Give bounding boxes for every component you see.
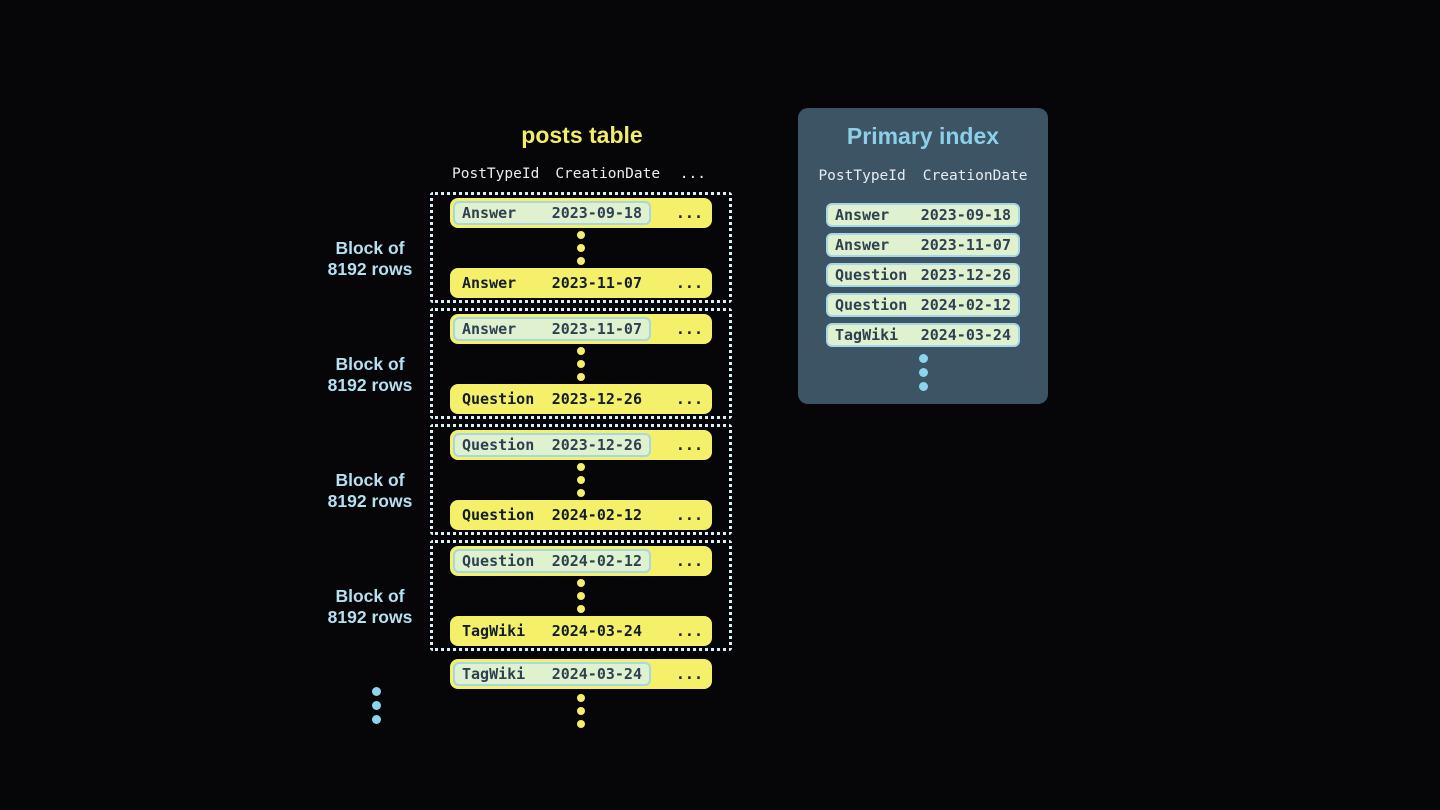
creation-date-value: 2024-02-12 bbox=[551, 506, 642, 524]
column-header-posttypeid: PostTypeId bbox=[452, 166, 540, 182]
block-label: Block of 8192 rows bbox=[308, 238, 432, 280]
creation-date-value: 2023-12-26 bbox=[551, 436, 642, 454]
vertical-ellipsis-icon bbox=[918, 354, 928, 391]
row-ellipsis: ... bbox=[675, 665, 703, 683]
block-label-line2: 8192 rows bbox=[327, 607, 413, 627]
posts-table-title: posts table bbox=[521, 122, 643, 148]
indexed-row-highlight: Answer 2023-09-18 bbox=[453, 201, 651, 225]
post-type-value: Answer bbox=[462, 320, 517, 338]
creation-date-value: 2024-02-12 bbox=[920, 296, 1011, 314]
vertical-ellipsis-icon bbox=[577, 694, 585, 728]
posts-block-1: Answer 2023-09-18 ... Answer 2023-11-07 … bbox=[430, 192, 732, 303]
creation-date-value: 2023-12-26 bbox=[551, 390, 642, 408]
posts-block-3: Question 2023-12-26 ... Question 2024-02… bbox=[430, 424, 732, 535]
creation-date-value: 2023-12-26 bbox=[920, 266, 1011, 284]
row-ellipsis: ... bbox=[675, 320, 703, 338]
post-type-value: Answer bbox=[462, 274, 517, 292]
post-type-value: TagWiki bbox=[835, 326, 899, 344]
creation-date-value: 2023-11-07 bbox=[551, 274, 642, 292]
post-type-value: Question bbox=[462, 390, 535, 408]
indexed-row-highlight: Question 2024-02-12 bbox=[453, 549, 651, 573]
index-entry: TagWiki 2024-03-24 bbox=[826, 323, 1020, 347]
vertical-ellipsis-icon bbox=[577, 231, 585, 265]
column-header-posttypeid: PostTypeId bbox=[818, 168, 906, 184]
column-header-creationdate: CreationDate bbox=[922, 168, 1028, 184]
block-label: Block of 8192 rows bbox=[308, 586, 432, 628]
block-label-line1: Block of bbox=[335, 470, 405, 490]
row-ellipsis: ... bbox=[675, 552, 703, 570]
table-row: Question 2024-02-12 ... bbox=[450, 546, 712, 576]
row-ellipsis: ... bbox=[675, 204, 703, 222]
primary-index-title: Primary index bbox=[846, 123, 1000, 149]
row-values: Question 2024-02-12 bbox=[453, 503, 651, 527]
vertical-ellipsis-icon bbox=[577, 347, 585, 381]
creation-date-value: 2023-11-07 bbox=[920, 236, 1011, 254]
table-row: Question 2024-02-12 ... bbox=[450, 500, 712, 530]
column-header-creationdate: CreationDate bbox=[555, 166, 661, 182]
row-values: Question 2023-12-26 bbox=[453, 387, 651, 411]
table-row: TagWiki 2024-03-24 ... bbox=[450, 616, 712, 646]
creation-date-value: 2023-09-18 bbox=[551, 204, 642, 222]
more-entries-ellipsis bbox=[798, 354, 1048, 391]
more-blocks-ellipsis-icon bbox=[372, 687, 381, 724]
indexed-row-highlight: TagWiki 2024-03-24 bbox=[453, 662, 651, 686]
block-label-line2: 8192 rows bbox=[327, 375, 413, 395]
table-row: Answer 2023-09-18 ... bbox=[450, 198, 712, 228]
index-entry: Question 2023-12-26 bbox=[826, 263, 1020, 287]
table-row: Answer 2023-11-07 ... bbox=[450, 314, 712, 344]
creation-date-value: 2024-03-24 bbox=[920, 326, 1011, 344]
posts-block-2: Answer 2023-11-07 ... Question 2023-12-2… bbox=[430, 308, 732, 419]
table-row: Question 2023-12-26 ... bbox=[450, 430, 712, 460]
row-ellipsis: ... bbox=[675, 506, 703, 524]
post-type-value: Answer bbox=[835, 236, 890, 254]
block-label-line1: Block of bbox=[335, 354, 405, 374]
post-type-value: TagWiki bbox=[462, 622, 526, 640]
block-label-line1: Block of bbox=[335, 238, 405, 258]
block-label-line2: 8192 rows bbox=[327, 259, 413, 279]
row-values: TagWiki 2024-03-24 bbox=[453, 619, 651, 643]
indexed-row-highlight: Answer 2023-11-07 bbox=[453, 317, 651, 341]
table-row: Answer 2023-11-07 ... bbox=[450, 268, 712, 298]
posts-table-blocks: Answer 2023-09-18 ... Answer 2023-11-07 … bbox=[430, 192, 732, 656]
row-ellipsis: ... bbox=[675, 622, 703, 640]
column-header-more-ellipsis: ... bbox=[679, 166, 706, 182]
creation-date-value: 2024-02-12 bbox=[551, 552, 642, 570]
post-type-value: Answer bbox=[835, 206, 890, 224]
creation-date-value: 2023-11-07 bbox=[551, 320, 642, 338]
row-values: Answer 2023-11-07 bbox=[453, 271, 651, 295]
vertical-ellipsis-icon bbox=[577, 463, 585, 497]
index-entry: Answer 2023-11-07 bbox=[826, 233, 1020, 257]
row-ellipsis: ... bbox=[675, 436, 703, 454]
index-entry: Question 2024-02-12 bbox=[826, 293, 1020, 317]
post-type-value: Question bbox=[462, 506, 535, 524]
creation-date-value: 2024-03-24 bbox=[551, 665, 642, 683]
creation-date-value: 2023-09-18 bbox=[920, 206, 1011, 224]
posts-block-4: Question 2024-02-12 ... TagWiki 2024-03-… bbox=[430, 540, 732, 651]
primary-index-rows: Answer 2023-09-18 Answer 2023-11-07 Ques… bbox=[798, 203, 1048, 347]
table-row: TagWiki 2024-03-24 ... bbox=[450, 659, 712, 689]
vertical-ellipsis-icon bbox=[577, 579, 585, 613]
block-label: Block of 8192 rows bbox=[308, 470, 432, 512]
creation-date-value: 2024-03-24 bbox=[551, 622, 642, 640]
post-type-value: TagWiki bbox=[462, 665, 526, 683]
post-type-value: Question bbox=[835, 296, 908, 314]
post-type-value: Question bbox=[835, 266, 908, 284]
posts-table-column-headers: PostTypeId CreationDate ... bbox=[432, 166, 732, 182]
post-type-value: Answer bbox=[462, 204, 517, 222]
table-row: Question 2023-12-26 ... bbox=[450, 384, 712, 414]
row-ellipsis: ... bbox=[675, 274, 703, 292]
primary-index-column-headers: PostTypeId CreationDate bbox=[798, 168, 1048, 184]
index-entry: Answer 2023-09-18 bbox=[826, 203, 1020, 227]
post-type-value: Question bbox=[462, 436, 535, 454]
block-label-line2: 8192 rows bbox=[327, 491, 413, 511]
row-ellipsis: ... bbox=[675, 390, 703, 408]
block-label: Block of 8192 rows bbox=[308, 354, 432, 396]
post-type-value: Question bbox=[462, 552, 535, 570]
indexed-row-highlight: Question 2023-12-26 bbox=[453, 433, 651, 457]
block-label-line1: Block of bbox=[335, 586, 405, 606]
primary-index-panel: Primary index PostTypeId CreationDate An… bbox=[798, 108, 1048, 404]
